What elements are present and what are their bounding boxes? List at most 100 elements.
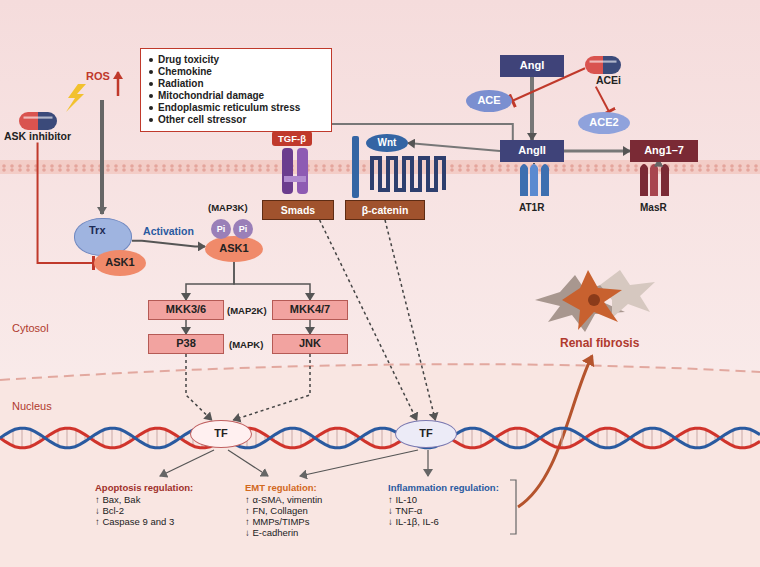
node-text: TF <box>214 427 227 440</box>
dna-rung <box>301 430 302 447</box>
peptide-box: Ang1–7 <box>630 140 698 162</box>
phosphate-circle: Pi <box>211 219 231 239</box>
dna-rung <box>13 430 14 446</box>
node-text: Endoplasmic reticulum stress <box>158 102 300 114</box>
bullet-dot <box>149 94 153 98</box>
dna-rung <box>382 428 383 448</box>
dna-rung <box>616 430 617 447</box>
text-label: Nucleus <box>12 400 52 413</box>
node-text: Smads <box>281 204 315 217</box>
phosphate-circle: Pi <box>233 219 253 239</box>
dna-rung <box>553 430 554 446</box>
process-box: β-catenin <box>345 200 425 220</box>
node-text: ACE2 <box>589 116 618 129</box>
node-text: AngII <box>518 144 546 157</box>
text-label: EMT regulation: <box>245 482 317 493</box>
connector-line <box>564 150 630 153</box>
bullet-dot <box>149 118 153 122</box>
text-label: Renal fibrosis <box>560 336 639 350</box>
node-text: MKK4/7 <box>290 303 330 316</box>
text-label: ↑ FN, Collagen <box>245 505 308 516</box>
text-label: Inflammation regulation: <box>388 482 499 493</box>
dna-rung <box>121 430 122 447</box>
transcription-factor: TF <box>190 420 252 448</box>
node-text: Ang1–7 <box>644 144 684 157</box>
dna-rung <box>706 430 707 447</box>
bullet-dot <box>149 70 153 74</box>
node-text: ACEi <box>596 74 621 87</box>
process-box: JNK <box>272 334 348 354</box>
dna-rung <box>112 428 113 448</box>
node-text: Other cell stressor <box>158 114 246 126</box>
connector-line <box>530 77 534 140</box>
text-label: ↑ Caspase 9 and 3 <box>95 516 174 527</box>
dna-rung <box>661 430 662 447</box>
node-text: β-catenin <box>362 204 409 217</box>
kinase-oval: ASK1PiPi <box>205 236 263 262</box>
text-label: ↑ α-SMA, vimentin <box>245 494 322 505</box>
kinase-oval: ASK1 <box>94 250 146 276</box>
node-text: Pi <box>217 224 226 235</box>
dna-rung <box>58 430 59 446</box>
text-label: ↓ E-cadherin <box>245 527 298 538</box>
dna-rung <box>328 430 329 446</box>
dna-rung <box>103 430 104 446</box>
node-text: P38 <box>176 337 196 350</box>
text-label: (MAP2K) <box>227 305 267 316</box>
connector-line <box>186 262 234 300</box>
node-text: Wnt <box>378 137 397 149</box>
dna-rung <box>571 430 572 447</box>
pill-icon <box>19 112 57 130</box>
peptide-box: AngI <box>500 55 564 77</box>
ligand-box: TGF-β <box>272 131 312 146</box>
connector-line <box>309 320 311 334</box>
connector-line <box>186 354 212 420</box>
connector-line <box>385 220 435 420</box>
drug-pill: ASK inhibitor <box>4 112 71 143</box>
text-label: (MAPK) <box>229 339 263 350</box>
ligand-oval: Wnt <box>366 134 408 152</box>
node-text: AngI <box>520 59 544 72</box>
dna-rung <box>751 430 752 447</box>
dna-rung <box>292 428 293 448</box>
bullet-dot <box>149 106 153 110</box>
dna-rung <box>22 428 23 448</box>
dna-rung <box>697 428 698 448</box>
node-text: Mitochondrial damage <box>158 90 264 102</box>
node-text: Radiation <box>158 78 204 90</box>
text-label: ↑ IL-10 <box>388 494 417 505</box>
dna-rung <box>463 430 464 446</box>
dna-rung <box>337 428 338 448</box>
list-row: Drug toxicity <box>149 54 219 66</box>
node-text: TF <box>419 427 432 440</box>
enzyme-blob: ACE2 <box>578 112 630 134</box>
dna-rung <box>688 430 689 446</box>
dna-rung <box>373 430 374 446</box>
dna-rung <box>76 430 77 447</box>
text-label: Cytosol <box>12 322 49 335</box>
text-label: ROS <box>86 70 110 83</box>
pill-icon <box>585 56 621 74</box>
dna-rung <box>526 430 527 447</box>
dna-rung <box>346 430 347 447</box>
node-text: MKK3/6 <box>166 303 206 316</box>
dna-rung <box>31 430 32 447</box>
connector-line <box>132 241 205 247</box>
dna-rung <box>733 430 734 446</box>
dna-rung <box>517 428 518 448</box>
text-label: MasR <box>640 202 667 214</box>
connector-line <box>408 143 500 151</box>
dna-rung <box>598 430 599 446</box>
dna-rung <box>157 428 158 448</box>
process-box: MKK3/6 <box>148 300 224 320</box>
process-box: P38 <box>148 334 224 354</box>
dna-strand <box>0 428 760 448</box>
edge-label: Activation <box>143 225 194 238</box>
text-label: ↓ Bcl-2 <box>95 505 124 516</box>
list-row: Radiation <box>149 78 204 90</box>
node-text: TGF-β <box>278 133 306 144</box>
list-row: Endoplasmic reticulum stress <box>149 102 300 114</box>
dna-rung <box>652 428 653 448</box>
dna-rung <box>562 428 563 448</box>
